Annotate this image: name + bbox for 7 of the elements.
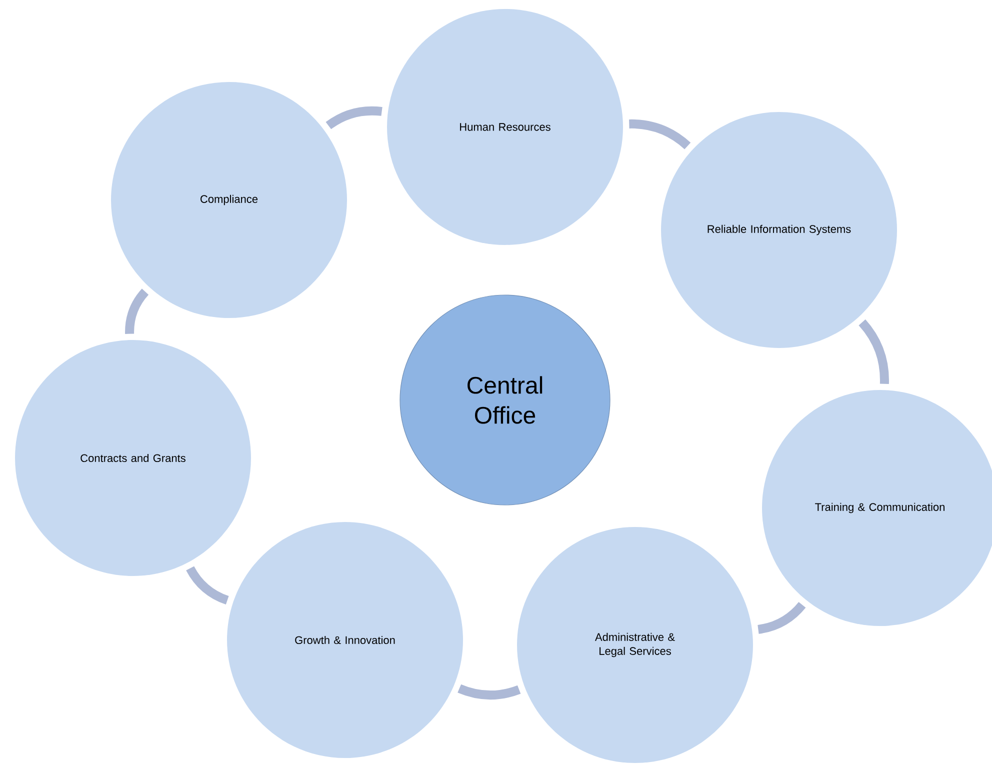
ring-segment	[458, 684, 521, 700]
ring-segment	[186, 566, 229, 604]
ring-segment	[125, 288, 149, 334]
ring-segment	[858, 319, 889, 384]
ring-segment	[758, 602, 806, 634]
ring-segment	[326, 106, 382, 130]
ring-segment	[629, 119, 691, 150]
